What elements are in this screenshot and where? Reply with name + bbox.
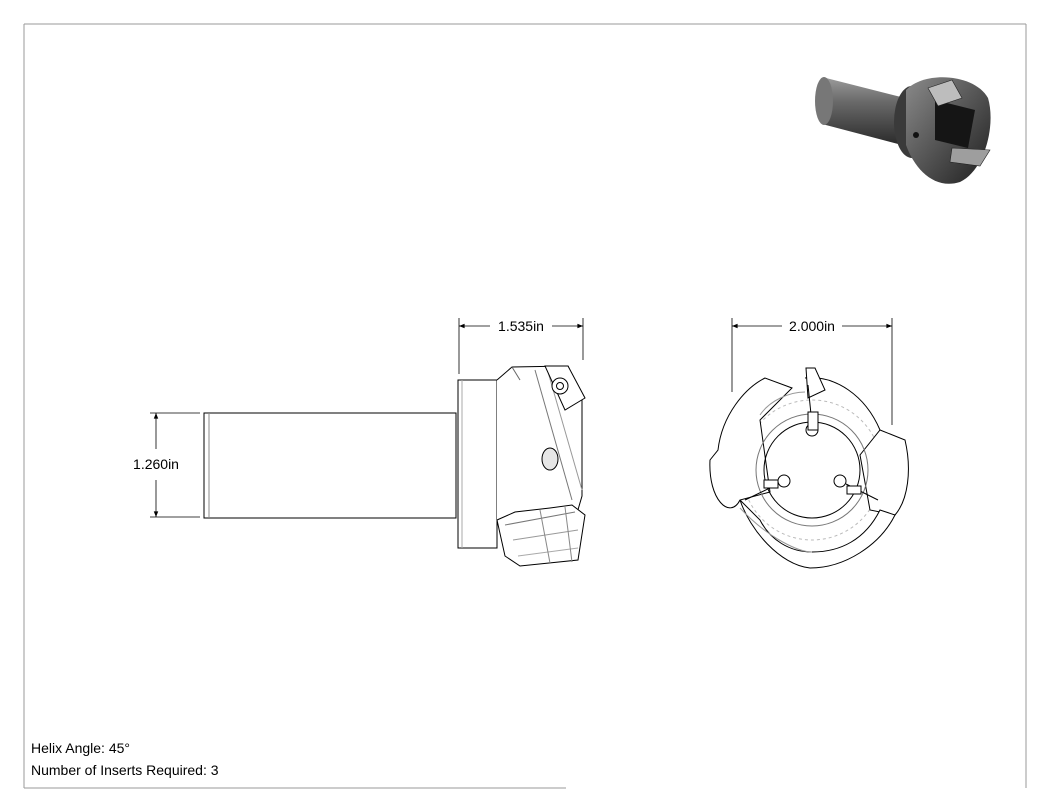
- helix-angle-note: Helix Angle: 45°: [31, 740, 130, 756]
- side-view: [203, 365, 586, 567]
- dimension-label-cutting-diameter: 2.000in: [789, 318, 835, 334]
- dimension-label-shank-diameter: 1.260in: [133, 456, 179, 472]
- dimension-label-flute-length: 1.535in: [498, 318, 544, 334]
- isometric-tool-preview: [815, 77, 991, 184]
- dimension-shank-diameter: [150, 412, 200, 518]
- dimension-cutting-diameter: [731, 318, 893, 425]
- end-view: [709, 367, 909, 569]
- dimension-flute-length: [458, 318, 584, 374]
- inserts-required-note: Number of Inserts Required: 3: [31, 762, 219, 778]
- sheet-border: [23, 23, 1027, 789]
